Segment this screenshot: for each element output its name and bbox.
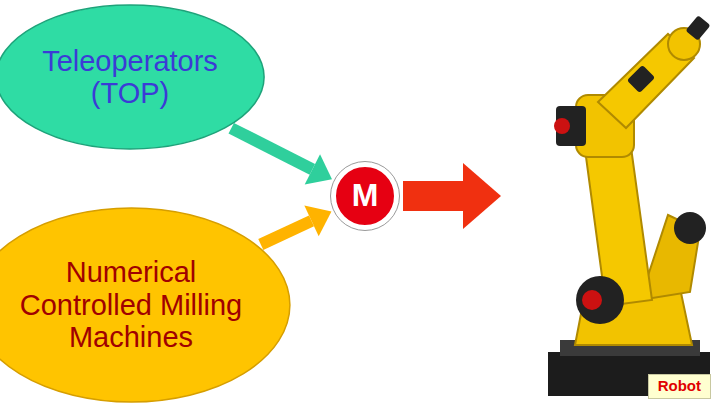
robot-picture-box: Robot: [505, 3, 715, 403]
node-text: M: [352, 178, 379, 214]
robot-motor-cap: [554, 118, 570, 134]
ellipse-shape: [0, 208, 289, 402]
industrial-robot: [548, 15, 711, 396]
connector-arrow: [231, 128, 312, 169]
ellipse-shape: [0, 5, 264, 149]
picture-label: Robot: [648, 374, 711, 399]
node-text: Numerical Controlled Milling Machines: [9, 256, 254, 353]
circle-ring: [331, 162, 400, 231]
source-ellipse: Numerical Controlled Milling Machines: [0, 207, 290, 403]
connector-arrow: [261, 221, 312, 245]
robot-shoulder-motor: [576, 276, 624, 324]
robot-flange: [685, 15, 710, 41]
robot-motor: [674, 212, 706, 244]
robot-forearm-motor: [627, 65, 655, 93]
node-text: Teleoperators (TOP): [28, 45, 233, 110]
source-ellipse: Teleoperators (TOP): [0, 4, 265, 150]
merge-circle: M: [331, 162, 399, 230]
connector-arrow: [403, 181, 463, 211]
circle-shape: [334, 165, 396, 227]
robot-motor-cap: [582, 290, 602, 310]
